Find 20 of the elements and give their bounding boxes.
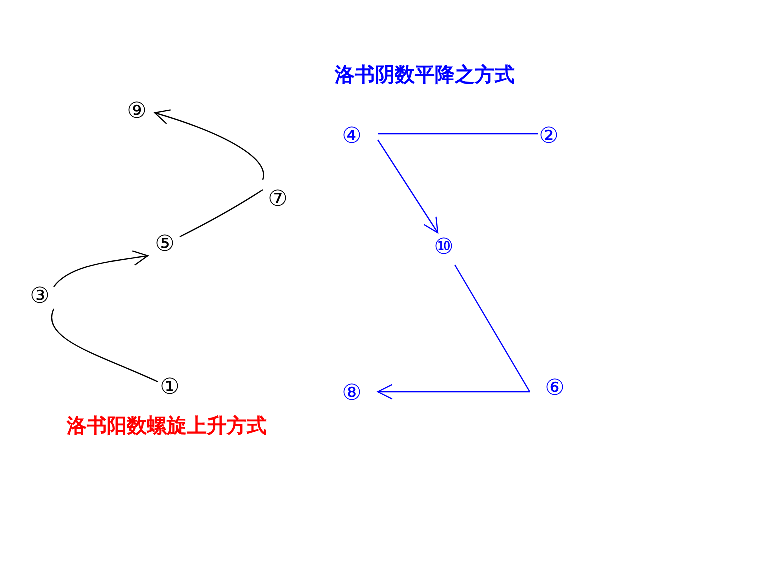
circled-number: ⑦	[268, 189, 288, 211]
arrow	[154, 110, 264, 180]
connector-line	[454, 264, 531, 392]
connector-line	[180, 190, 264, 238]
connector-line	[51, 308, 158, 383]
heading: 洛书阴数平降之方式	[335, 62, 515, 88]
circled-number: ⑥	[545, 378, 565, 400]
heading: 洛书阳数螺旋上升方式	[67, 412, 267, 440]
circled-number: ⑤	[155, 234, 175, 256]
arrow	[378, 140, 439, 234]
circled-number: ⑧	[342, 383, 362, 405]
circled-number: ①	[160, 377, 180, 399]
circled-number: ⑨	[127, 101, 147, 123]
arrow	[377, 384, 530, 400]
circled-number: ④	[342, 126, 362, 148]
circled-number: ③	[30, 286, 50, 308]
connector-line	[378, 133, 538, 135]
arrow	[54, 250, 149, 288]
circled-number: ②	[539, 126, 559, 148]
circled-number: ⑩	[434, 237, 454, 259]
